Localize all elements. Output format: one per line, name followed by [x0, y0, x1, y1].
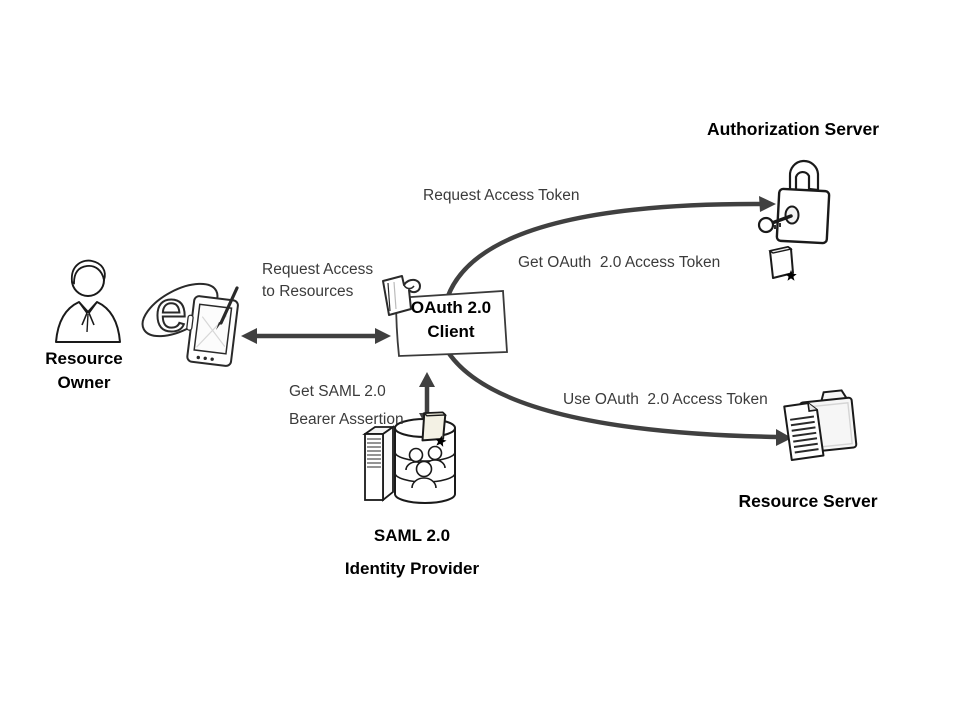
access-token-icon [764, 244, 798, 282]
arrowhead-up [419, 372, 435, 387]
request-access-token-label: Request Access Token [423, 187, 580, 204]
arrowhead-to-authserver [759, 196, 776, 212]
authorization-server-lock-icon [748, 156, 840, 248]
get-saml-bearer-assertion-label-line2: Bearer Assertion [289, 411, 404, 428]
svg-text:e: e [155, 279, 187, 344]
resource-owner-person-icon [50, 252, 126, 344]
identity-provider-icon [356, 410, 464, 512]
resource-owner-label-line2: Owner [57, 373, 111, 392]
resource-server-label: Resource Server [738, 491, 878, 511]
browser-tablet-icon: e [140, 266, 242, 378]
get-oauth-access-token-label: Get OAuth 2.0 Access Token [518, 254, 721, 271]
arrow-client-authserver [445, 201, 763, 299]
request-access-to-resources-label: Request Access to Resources [262, 259, 373, 303]
client-hand-scroll-icon [378, 273, 430, 319]
oauth-client-label-line1: OAuth 2.0 [410, 298, 492, 317]
use-oauth-access-token-label: Use OAuth 2.0 Access Token [563, 391, 768, 408]
resource-owner-label-line1: Resource [45, 349, 123, 368]
get-saml-bearer-assertion-label-line1: Get SAML 2.0 [289, 383, 386, 400]
arrowhead-to-resserver [776, 429, 792, 446]
identity-provider-label-line2: Identity Provider [344, 559, 480, 578]
arrow-client-resserver [445, 349, 781, 440]
arrowhead-left [241, 328, 257, 344]
request-access-line2: to Resources [262, 283, 354, 300]
authorization-server-label: Authorization Server [706, 119, 880, 139]
arrowhead-right [375, 328, 391, 344]
oauth-client-label-line2: Client [427, 322, 475, 341]
resource-server-folder-icon [780, 386, 860, 471]
request-access-line1: Request Access [262, 261, 374, 278]
identity-provider-label-line1: SAML 2.0 [373, 526, 451, 545]
